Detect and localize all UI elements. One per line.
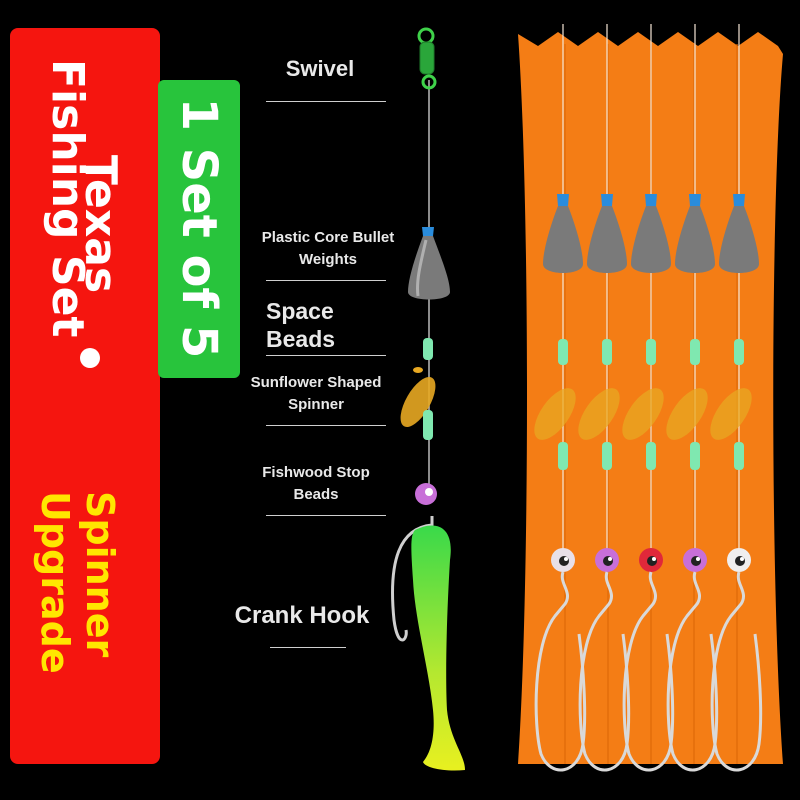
space-bead-icon xyxy=(423,410,433,440)
spinner-icon xyxy=(666,388,708,440)
space-bead-icon xyxy=(734,339,744,365)
stop-bead-eye xyxy=(603,556,613,566)
bullet-weight-icon xyxy=(408,227,450,300)
space-bead-icon xyxy=(423,338,433,360)
stop-bead-glint xyxy=(696,557,700,561)
space-bead-icon xyxy=(646,339,656,365)
soft-lure-icon xyxy=(411,525,465,771)
banner-upgrade-line1: Spinner xyxy=(78,491,122,658)
crank-hook-icon xyxy=(622,571,675,772)
label-space-beads-line1: Space xyxy=(266,298,334,324)
space-bead-icon xyxy=(734,442,744,470)
spinner-icon xyxy=(578,388,620,440)
stop-bead-glint xyxy=(740,557,744,561)
spinner-icon xyxy=(534,388,576,440)
space-bead-icon xyxy=(602,339,612,365)
bullet-weight-cap xyxy=(733,194,745,206)
spinner-icon xyxy=(622,388,664,440)
five-rig-pack xyxy=(518,24,783,772)
label-swivel: Swivel xyxy=(285,56,355,81)
space-bead-icon xyxy=(646,442,656,470)
stop-bead-eye xyxy=(559,556,569,566)
bullet-weight-cap xyxy=(601,194,613,206)
bullet-weight-icon xyxy=(587,206,627,273)
banner-title-line2: Fishing Set xyxy=(42,59,93,338)
bullet-weight-icon xyxy=(675,206,715,273)
label-underline xyxy=(266,515,386,516)
label-spinner-line1: Sunflower Shaped xyxy=(250,374,382,391)
label-underline xyxy=(270,647,346,648)
label-underline xyxy=(266,355,386,356)
label-underline xyxy=(266,425,386,426)
bullet-weight-cap xyxy=(557,194,569,206)
bullet-weight-icon xyxy=(631,206,671,273)
label-bullet-weights-line2: Weights xyxy=(298,251,358,268)
bullet-weight-cap xyxy=(645,194,657,206)
banner-dot xyxy=(80,348,100,368)
crank-hook-icon xyxy=(666,571,719,772)
banner-upgrade-line2: Upgrade xyxy=(33,491,77,674)
banner-panel xyxy=(10,28,160,764)
spinner-icon xyxy=(400,367,436,427)
stop-bead-icon xyxy=(415,483,437,505)
label-spinner-line2: Spinner xyxy=(288,396,344,413)
set-badge-text: 1 Set of 5 xyxy=(171,97,227,359)
label-crank-hook: Crank Hook xyxy=(234,602,370,629)
space-bead-icon xyxy=(558,339,568,365)
crank-hook-icon xyxy=(578,571,631,772)
stop-bead-eye xyxy=(735,556,745,566)
label-bullet-weights-line1: Plastic Core Bullet xyxy=(261,229,395,246)
stop-bead-glint xyxy=(608,557,612,561)
spinner-icon xyxy=(710,388,752,440)
swivel-icon xyxy=(417,27,437,90)
label-underline xyxy=(266,101,386,102)
set-badge xyxy=(158,80,240,378)
space-bead-icon xyxy=(690,339,700,365)
space-bead-icon xyxy=(558,442,568,470)
label-stop-beads-line2: Beads xyxy=(293,486,339,503)
label-stop-beads-line1: Fishwood Stop xyxy=(262,464,370,481)
label-space-beads-line2: Beads xyxy=(266,326,336,352)
bullet-weight-icon xyxy=(719,206,759,273)
crank-hook-icon xyxy=(710,571,763,772)
stop-bead-glint xyxy=(652,557,656,561)
space-bead-icon xyxy=(602,442,612,470)
bullet-weight-icon xyxy=(543,206,583,273)
bullet-weight-cap xyxy=(689,194,701,206)
stop-bead-glint xyxy=(564,557,568,561)
label-underline xyxy=(266,280,386,281)
stop-bead-eye xyxy=(647,556,657,566)
space-bead-icon xyxy=(690,442,700,470)
crank-hook-icon xyxy=(534,571,587,772)
stop-bead-eye xyxy=(691,556,701,566)
